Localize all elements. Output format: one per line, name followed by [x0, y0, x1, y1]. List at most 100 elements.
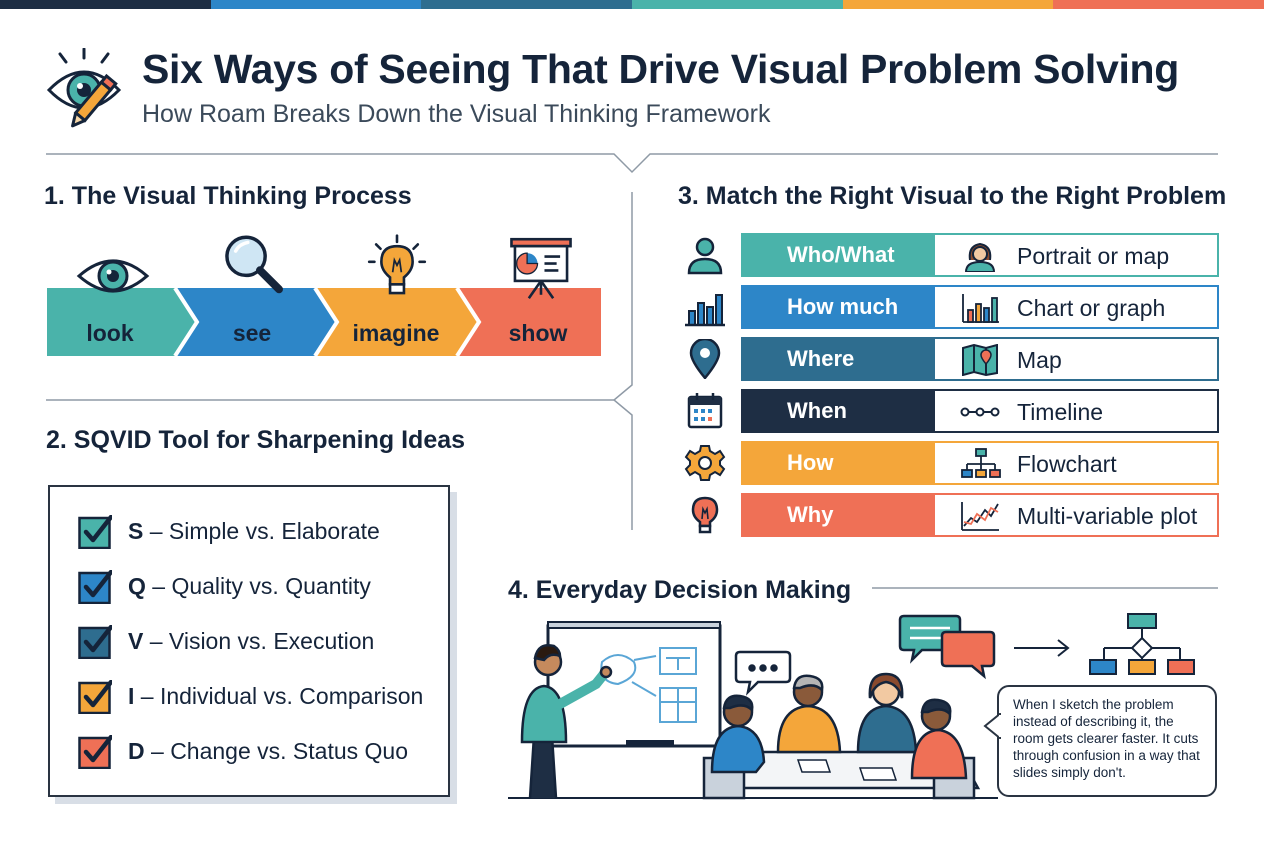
line-plot-icon: [961, 502, 999, 531]
match-key-label: Who/What: [787, 242, 895, 267]
quote-tail: [983, 713, 1001, 739]
color-bar-segment: [0, 0, 211, 9]
process-step-label: imagine: [352, 320, 440, 346]
match-key-tab: [741, 389, 951, 433]
sqvid-item-d: D – Change vs. Status Quo: [78, 735, 448, 771]
sqvid-letter: D: [128, 738, 145, 764]
match-value-box: Multi-variable plot: [933, 493, 1219, 537]
magnifier-icon: [225, 235, 283, 294]
folded-map-icon: [962, 344, 998, 376]
bar-chart-icon: [685, 294, 725, 327]
portrait-icon: [964, 242, 996, 272]
sqvid-description: – Individual vs. Comparison: [134, 683, 424, 709]
sqvid-item-q: Q – Quality vs. Quantity: [78, 570, 448, 606]
section3-title: 3. Match the Right Visual to the Right P…: [678, 182, 1227, 210]
seated-person: [776, 674, 842, 754]
section1-title: 1. The Visual Thinking Process: [44, 182, 412, 210]
match-row-how-much: How much Chart or graph: [683, 285, 1219, 329]
gear-icon: [684, 445, 726, 481]
header: Six Ways of Seeing That Drive Visual Pro…: [46, 46, 1236, 136]
quote-text: When I sketch the problem instead of des…: [1013, 697, 1200, 780]
match-value-box: Map: [933, 337, 1219, 381]
color-bar-segment: [632, 0, 843, 9]
match-key-label: How: [787, 450, 834, 475]
chat-bubbles-icon: [898, 614, 996, 680]
page-title: Six Ways of Seeing That Drive Visual Pro…: [142, 46, 1180, 92]
match-value-label: Multi-variable plot: [1017, 503, 1198, 529]
sqvid-letter: Q: [128, 573, 146, 599]
seated-person: [856, 672, 918, 754]
process-arrow-imagine: [317, 288, 479, 356]
match-key-label: When: [787, 398, 847, 423]
header-divider: [46, 153, 1218, 174]
color-bar-segment: [210, 0, 422, 9]
match-value-box: Chart or graph: [933, 285, 1219, 329]
flowchart-icon: [961, 448, 1001, 478]
sqvid-description: – Quality vs. Quantity: [145, 573, 371, 599]
sqvid-item-text: S – Simple vs. Elaborate: [128, 518, 380, 545]
color-bar-segment: [421, 0, 633, 9]
sqvid-letter: S: [128, 518, 144, 544]
match-value-label: Portrait or map: [1017, 243, 1170, 269]
sqvid-item-i: I – Individual vs. Comparison: [78, 680, 448, 716]
lightbulb-icon: [691, 496, 719, 534]
presenter-figure: [520, 644, 613, 799]
match-value-label: Chart or graph: [1017, 295, 1166, 321]
location-pin-icon: [689, 339, 721, 379]
match-row-how: How Flowchart: [683, 441, 1219, 485]
match-value-box: Timeline: [933, 389, 1219, 433]
page-subtitle: How Roam Breaks Down the Visual Thinking…: [142, 100, 771, 128]
checkbox-checked-icon: [78, 735, 112, 769]
process-arrows: [47, 288, 601, 356]
sqvid-item-text: Q – Quality vs. Quantity: [128, 573, 371, 600]
sqvid-item-text: I – Individual vs. Comparison: [128, 683, 423, 710]
seated-person: [702, 694, 766, 800]
sqvid-description: – Simple vs. Elaborate: [143, 518, 380, 544]
sqvid-item-text: D – Change vs. Status Quo: [128, 738, 408, 765]
color-bar-segment: [1053, 0, 1264, 9]
checkbox-checked-icon: [78, 625, 112, 659]
eye-pencil-icon: [46, 48, 122, 128]
eye-icon: [76, 259, 150, 293]
match-key-tab: [741, 233, 951, 277]
match-key-tab: [741, 337, 951, 381]
match-value-label: Timeline: [1017, 399, 1104, 425]
match-row-who-what: Who/What Portrait or map: [683, 233, 1219, 277]
match-key-tab: [741, 441, 951, 485]
flowchart-icon: [1089, 613, 1195, 675]
timeline-icon: [960, 407, 1000, 417]
match-value-label: Map: [1017, 347, 1062, 373]
meeting-illustration: [508, 621, 998, 800]
match-value-box: Flowchart: [933, 441, 1219, 485]
section2-title: 2. SQVID Tool for Sharpening Ideas: [46, 426, 466, 454]
color-bar-segment: [842, 0, 1054, 9]
top-color-bar: [0, 0, 1264, 9]
quote-callout: When I sketch the problem instead of des…: [983, 685, 1217, 797]
sqvid-item-s: S – Simple vs. Elaborate: [78, 515, 448, 551]
section4-title: 4. Everyday Decision Making: [508, 576, 852, 604]
checkbox-checked-icon: [78, 570, 112, 604]
process-step-label: see: [232, 320, 272, 346]
process-arrow-look: [47, 288, 197, 356]
process-arrow-show: [459, 288, 601, 356]
match-key-tab: [741, 285, 951, 329]
process-arrow-see: [177, 288, 337, 356]
checkbox-checked-icon: [78, 515, 112, 549]
seated-person: [910, 698, 976, 800]
match-key-label: How much: [787, 294, 899, 319]
match-key-label: Where: [787, 346, 855, 371]
discussion-flow-graphic: [898, 613, 1195, 680]
vertical-divider: [612, 192, 633, 530]
person-icon: [687, 237, 723, 275]
match-key-tab: [741, 493, 951, 537]
sqvid-letter: V: [128, 628, 144, 654]
arrow-right-icon: [1014, 639, 1070, 657]
process-step-label: look: [86, 320, 134, 346]
match-row-why: Why Multi-variable plot: [683, 493, 1219, 537]
sqvid-item-text: V – Vision vs. Execution: [128, 628, 374, 655]
sqvid-list: S – Simple vs. Elaborate Q – Quality vs.…: [48, 485, 450, 797]
calendar-icon: [687, 393, 723, 429]
match-row-when: When Timeline: [683, 389, 1219, 433]
lightbulb-icon: [367, 234, 427, 295]
match-row-where: Where Map: [683, 337, 1219, 381]
